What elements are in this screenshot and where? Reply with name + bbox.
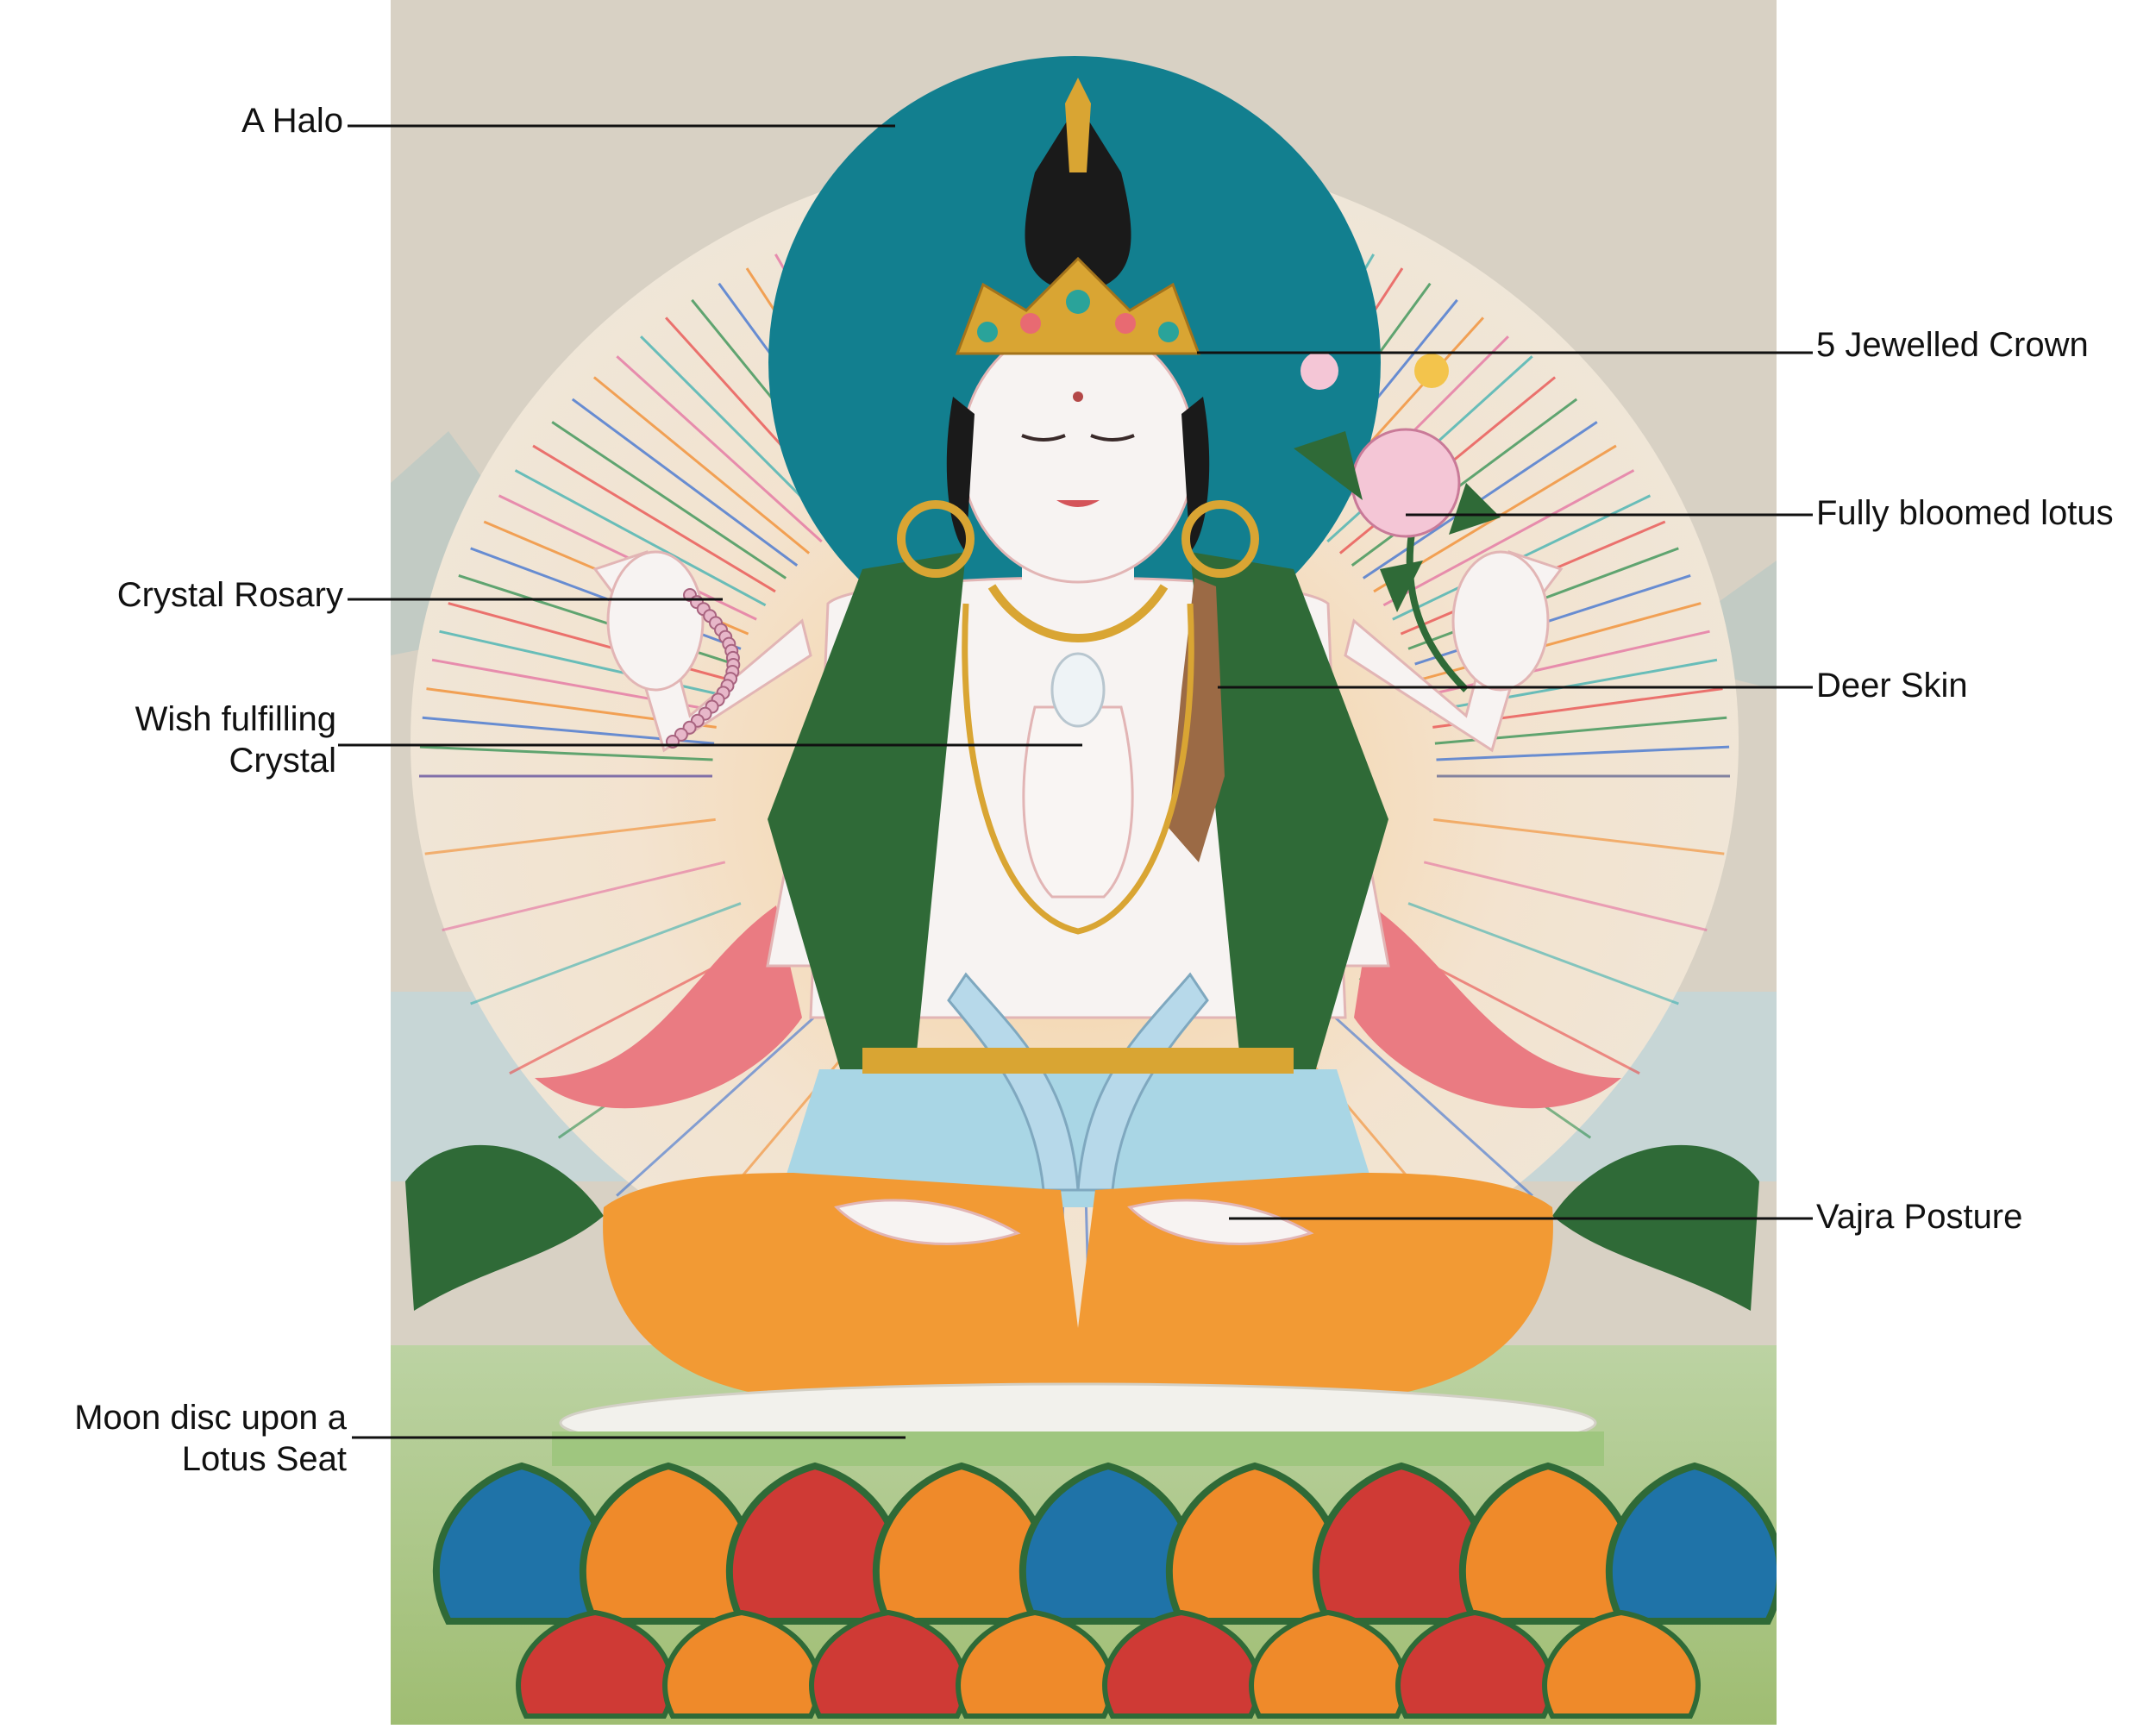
lotus-leaves [1294,431,1501,612]
lotus-petal [1605,1462,1777,1625]
green-shawl-left [768,552,966,1087]
joined-hands [1022,705,1134,899]
aura-ray [592,376,811,554]
aura-ray [1326,1009,1533,1197]
crown-jewels [977,290,1179,342]
aura-ray [419,745,713,761]
lotus-seat-petals [432,1462,1777,1719]
long-necklace [962,603,1194,935]
aura-ray [1433,818,1725,855]
aura-ray [1423,861,1708,932]
blue-dhoti [776,1069,1380,1207]
urna-dot [1073,392,1083,402]
aura-ray [442,861,726,932]
label-wish-crystal-line-1: Wish fulfilling [135,700,336,738]
label-crystal-rosary: Crystal Rosary [117,574,343,616]
face [960,322,1196,584]
lotus-bud-yellow [1414,354,1449,388]
aura-ray [1436,745,1730,761]
label-moon-disc-lotus-seat: Moon disc upon a Lotus Seat [74,1397,347,1480]
aura-ray [424,818,716,855]
label-vajra-posture: Vajra Posture [1816,1196,2022,1237]
label-halo: A Halo [241,100,343,141]
green-scarf-right [1552,1144,1759,1311]
aura-ray [616,355,823,543]
aura-ray [532,444,776,593]
aura-ray [616,1009,823,1197]
lotus-stem [1406,517,1469,692]
left-raised-hand [606,550,705,692]
label-deer-skin: Deer Skin [1816,665,1968,706]
label-lotus-line-1: Fully bloomed lotus [1816,494,2114,532]
aura-ray [1382,469,1635,607]
necklace [987,584,1169,642]
wish-crystal [1050,652,1106,728]
label-fully-bloomed-lotus: Fully bloomed lotus [1816,492,2114,534]
lotus-bud [1300,352,1338,390]
green-shawl-right [1190,552,1388,1087]
pink-scarf-left [535,905,802,1109]
label-wish-fulfilling-crystal: Wish fulfilling Crystal [135,698,336,781]
aura-ray [470,902,742,1005]
mouth [1056,500,1100,507]
waist-band [862,1048,1294,1074]
left-earring [897,500,975,578]
pink-scarf-right [1354,905,1621,1109]
lotus-petal-lower [1542,1609,1701,1719]
label-halo-line-1: A Halo [241,102,343,140]
hair-top-knot [1025,103,1131,293]
lotus-bloom [1351,428,1461,538]
label-vajra-line-1: Vajra Posture [1816,1198,2023,1236]
right-raised-hand [1451,550,1550,692]
leader-lines [338,124,1813,1439]
aura-ray [1425,630,1710,697]
label-deer-skin-line-1: Deer Skin [1816,667,1968,705]
aura-ray [514,469,767,607]
aura-ray [571,398,799,567]
label-jewelled-crown: 5 Jewelled Crown [1816,324,2089,366]
crown-finial [1065,78,1091,172]
eyes [1021,434,1135,442]
right-earring [1181,500,1259,578]
green-scarf-left [405,1144,604,1311]
label-moon-disc-line-2: Lotus Seat [181,1440,347,1478]
label-wish-crystal-line-2: Crystal [229,742,336,780]
aura-ray [551,421,787,579]
vajra-feet [834,1199,1314,1245]
label-crystal-rosary-line-1: Crystal Rosary [116,576,343,614]
aura-ray [1351,398,1578,567]
aura-ray [1407,902,1679,1005]
label-crown-line-1: 5 Jewelled Crown [1816,326,2089,364]
deer-skin [1169,578,1225,862]
label-moon-disc-line-1: Moon disc upon a [74,1399,347,1437]
